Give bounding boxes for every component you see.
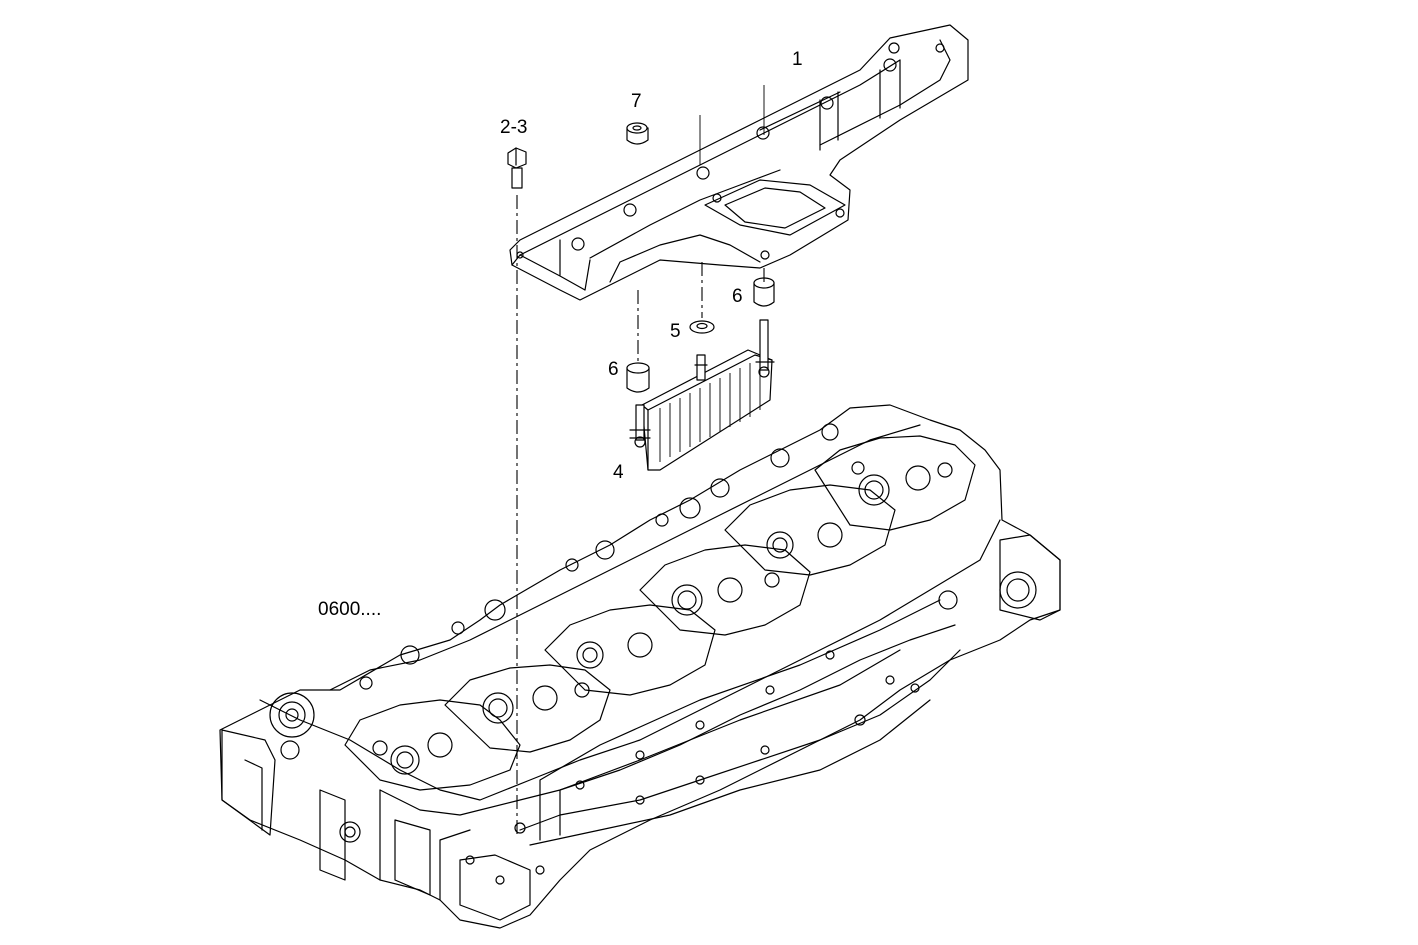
- callout-6-upper: 6: [732, 286, 743, 307]
- heater-element: [629, 319, 775, 471]
- washer-5: [689, 320, 715, 334]
- callout-labels: 1 7 2-3 6 5 6 4 0600....: [318, 49, 803, 620]
- callout-5: 5: [670, 321, 681, 342]
- cylinder-head-ports: [269, 423, 1037, 885]
- callout-7: 7: [631, 91, 642, 112]
- callout-4: 4: [613, 462, 624, 483]
- cylinder-head: [219, 404, 1061, 929]
- nut-7: [626, 122, 649, 145]
- callout-6-lower: 6: [608, 359, 619, 380]
- assembly-reference-label: 0600....: [318, 599, 381, 620]
- manifold-cover: [509, 24, 969, 301]
- callout-2-3: 2-3: [500, 117, 527, 138]
- bolt-2-3: [507, 147, 527, 189]
- assembly-lines: [516, 85, 765, 835]
- callout-1: 1: [792, 49, 803, 70]
- nut-6-lower: [626, 362, 650, 393]
- nut-6-upper: [753, 277, 775, 307]
